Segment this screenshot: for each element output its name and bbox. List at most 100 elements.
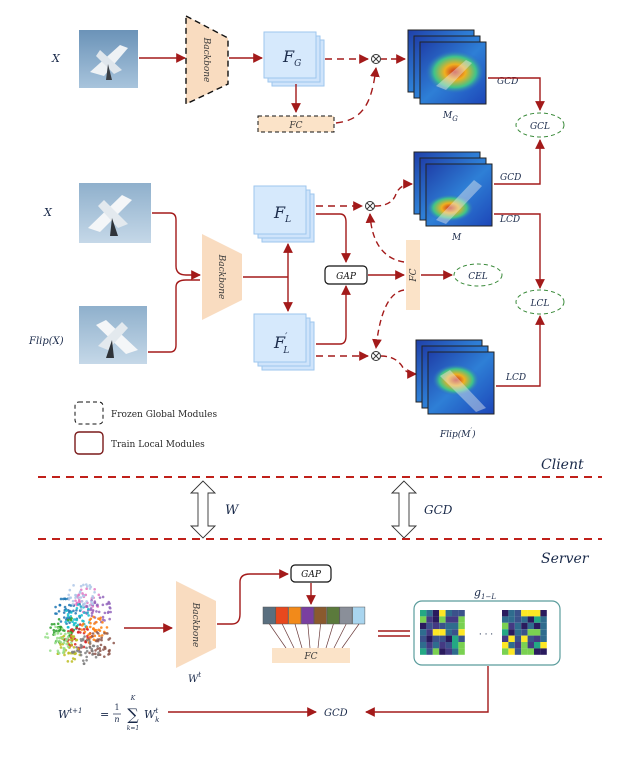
- scatter-point: [98, 653, 102, 657]
- grid-cell: [452, 629, 459, 636]
- formula-term: W: [144, 708, 157, 721]
- scatter-point: [59, 620, 63, 623]
- grid-cell: [502, 642, 509, 649]
- mid-gcd-label: GCD: [500, 173, 521, 183]
- formula-sum-top: K: [130, 695, 136, 702]
- scatter-point: [98, 634, 101, 638]
- grid-cell: [426, 642, 433, 649]
- mid-feature2-label: F: [273, 333, 286, 352]
- scatter-point: [105, 626, 109, 629]
- grid-cell: [439, 622, 446, 630]
- formula-lhs-sup: t+1: [69, 707, 82, 715]
- grid-cell: [426, 616, 433, 623]
- scatter-point: [108, 617, 111, 621]
- top-input-label: X: [51, 52, 61, 65]
- scatter-point: [74, 638, 78, 642]
- formula-num: 1: [114, 703, 119, 712]
- arrow-multiply-m: [374, 179, 413, 207]
- scatter-point: [54, 629, 58, 633]
- prototype-grid-a: [420, 610, 465, 655]
- grid-cell: [458, 648, 465, 655]
- grid-cell: [508, 629, 515, 636]
- server-fc: FC: [272, 648, 350, 663]
- grid-cell: [445, 610, 452, 617]
- scatter-point: [97, 628, 101, 632]
- scatter-point: [48, 649, 52, 652]
- server-w-label: W: [188, 674, 199, 685]
- grid-cell: [534, 616, 541, 623]
- scatter-point: [91, 644, 95, 648]
- scatter-point: [97, 651, 100, 654]
- mid-fc-label: FC: [409, 268, 419, 282]
- grid-cell: [540, 610, 547, 617]
- grid-cell: [534, 635, 541, 642]
- scatter-point: [88, 646, 92, 649]
- mid-feature-sub: L: [284, 215, 291, 225]
- grid-cell: [508, 610, 515, 617]
- scatter-point: [101, 615, 105, 619]
- scatter-point: [82, 594, 86, 598]
- top-map-sub: G: [452, 115, 458, 123]
- scatter-point: [74, 618, 78, 621]
- arrow-m-lcl: [494, 213, 545, 289]
- scatter-point: [99, 643, 103, 647]
- feature-slot: [326, 606, 340, 625]
- top-feature-fg: FG: [263, 31, 325, 87]
- grid-cell: [514, 642, 522, 649]
- grid-cell: [540, 616, 547, 623]
- scatter-point: [86, 611, 89, 615]
- grid-cell: [502, 648, 509, 655]
- slot-connection: [294, 623, 303, 649]
- grid-cell: [521, 635, 528, 642]
- w-transfer-label: W: [225, 503, 240, 518]
- grid-cell: [514, 635, 522, 642]
- grid-cell: [432, 642, 440, 649]
- scatter-point: [78, 591, 82, 595]
- client-label: Client: [541, 457, 584, 473]
- scatter-point: [93, 634, 97, 638]
- scatter-point: [74, 594, 78, 597]
- scatter-point: [83, 630, 87, 634]
- scatter-point: [65, 642, 68, 646]
- scatter-point: [72, 584, 75, 587]
- scatter-point: [91, 602, 95, 606]
- slot-connection: [269, 623, 287, 649]
- grid-cell: [420, 629, 427, 636]
- scatter-point: [67, 593, 71, 597]
- top-backbone: Backbone: [185, 14, 229, 106]
- scatter-point: [59, 646, 63, 649]
- scatter-point: [44, 635, 47, 639]
- scatter-point: [80, 624, 84, 627]
- scatter-point: [70, 660, 74, 663]
- scatter-point: [59, 597, 63, 601]
- scatter-point: [90, 600, 93, 604]
- grid-cell: [540, 622, 547, 630]
- formula-den: n: [114, 715, 119, 724]
- grid-cell: [521, 616, 528, 623]
- scatter-point: [54, 605, 57, 609]
- grid-cell: [426, 629, 433, 636]
- scatter-point: [88, 587, 92, 590]
- scatter-point: [106, 632, 109, 635]
- scatter-point: [93, 622, 96, 625]
- top-map-label: M: [442, 111, 453, 121]
- prototype-grid-b: [502, 610, 547, 655]
- server-gcd-label: GCD: [324, 708, 348, 719]
- scatter-point: [79, 637, 83, 641]
- arrow-fl-gap: [316, 213, 351, 263]
- scatter-point: [103, 619, 106, 622]
- mid-fc-bar: FC: [406, 240, 420, 310]
- scatter-point: [87, 614, 90, 617]
- arrow-fc-multiply-bottom: [372, 289, 405, 349]
- g-label: g: [474, 586, 481, 599]
- scatter-point: [73, 657, 77, 661]
- top-feature-sub: G: [294, 59, 301, 69]
- scatter-point: [102, 655, 106, 658]
- scatter-point: [74, 621, 77, 625]
- server-backbone: Backbone: [176, 581, 216, 668]
- scatter-point: [62, 616, 66, 619]
- scatter-point: [98, 638, 101, 641]
- scatter-point: [91, 635, 94, 638]
- server-backbone-label: Backbone: [190, 602, 200, 648]
